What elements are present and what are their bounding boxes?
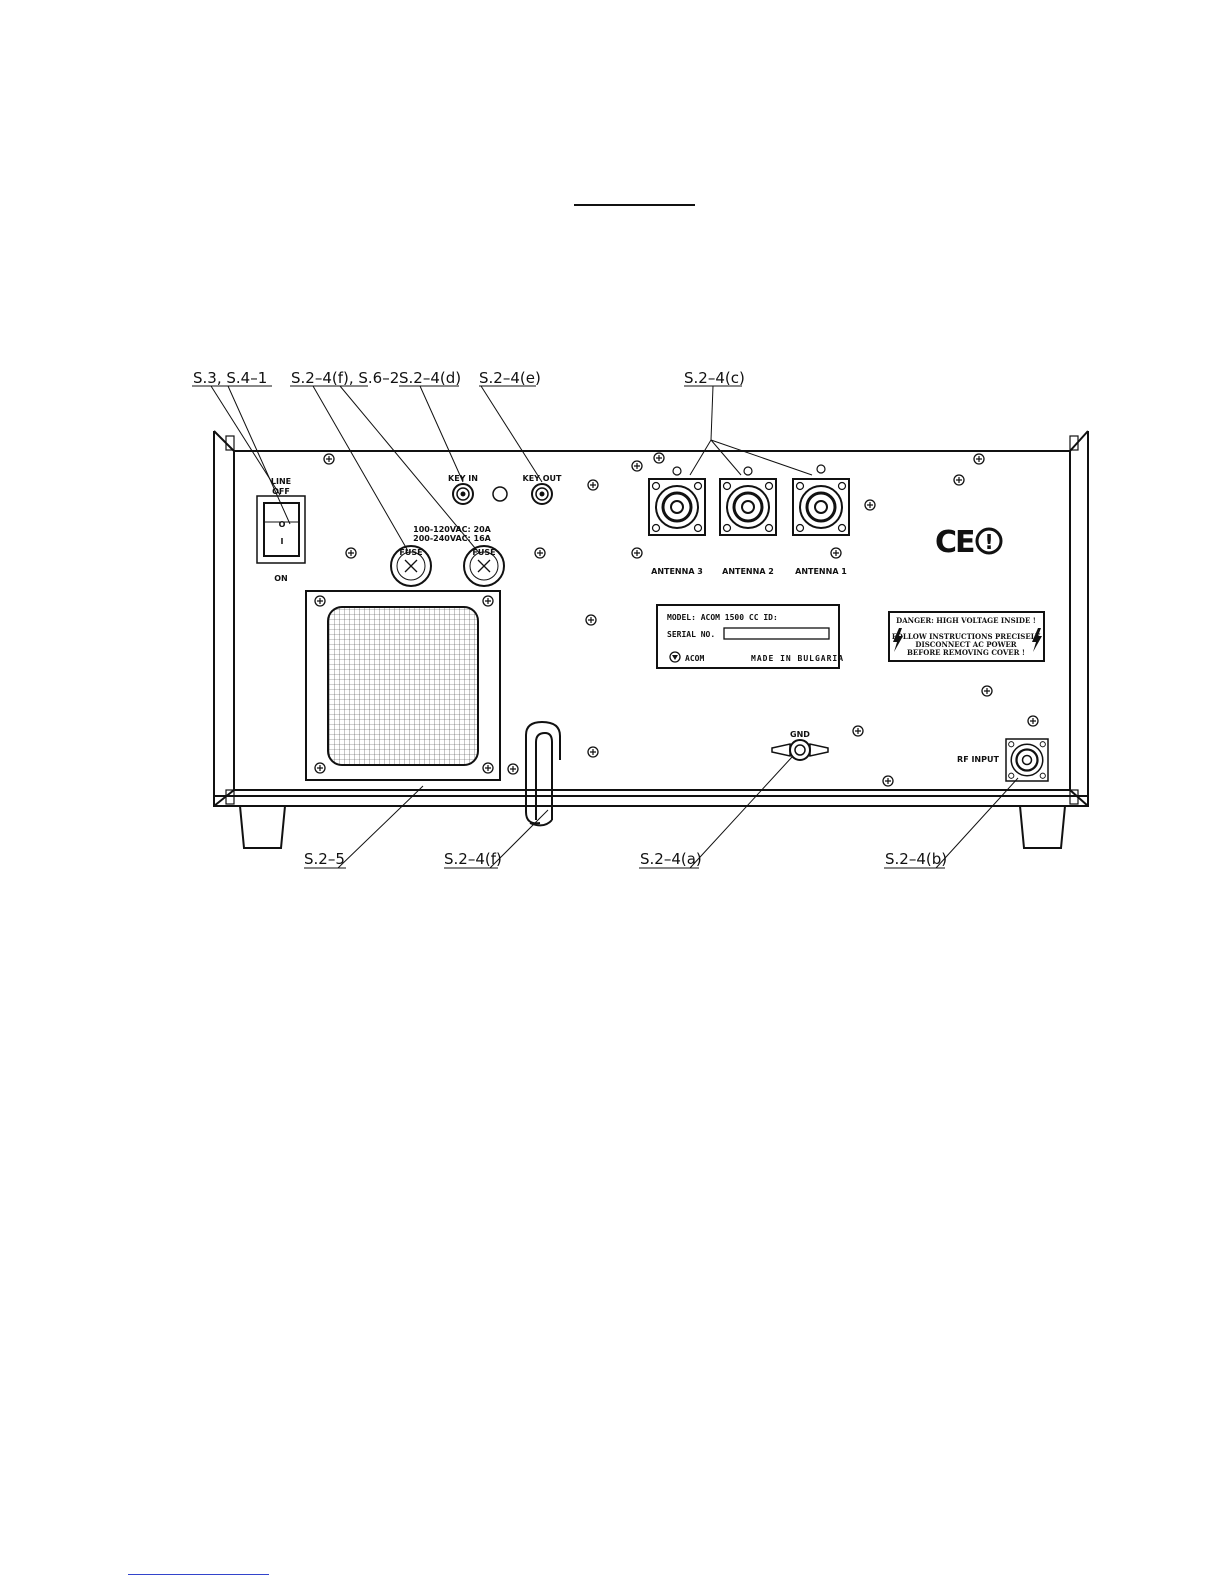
alert-mark: ! <box>984 530 993 554</box>
fan-grill-icon <box>305 590 501 781</box>
key-in-label: KEY IN <box>448 474 478 483</box>
key-out-label: KEY OUT <box>523 474 563 483</box>
key-in-jack <box>452 483 474 505</box>
chassis-feet <box>239 805 1066 849</box>
nameplate-model: MODEL: ACOM 1500 CC ID: <box>667 613 778 622</box>
fuse-cap-text: FUSE <box>399 548 422 557</box>
danger-warning-label <box>888 611 1045 662</box>
led-hole <box>672 466 682 476</box>
power-cord <box>525 720 561 827</box>
antenna-1-connector <box>791 477 851 537</box>
danger-line-1: DANGER: HIGH VOLTAGE INSIDE ! <box>896 616 1036 625</box>
antenna-2-connector <box>718 477 778 537</box>
fuse-rating-2: 200-240VAC: 16A <box>413 534 492 543</box>
key-out-jack <box>531 483 553 505</box>
indicator-hole <box>492 486 508 502</box>
gnd-label: GND <box>790 730 810 739</box>
antenna-3-connector <box>647 477 707 537</box>
danger-line-3: DISCONNECT AC POWER <box>915 640 1016 649</box>
callout-power-cord: S.2–4(f) <box>444 850 502 868</box>
antenna-3-label: ANTENNA 3 <box>651 567 703 576</box>
fuse-cap-text: FUSE <box>472 548 495 557</box>
footer-link-underline <box>128 1574 269 1575</box>
acom-logo-icon: ACOM <box>685 654 704 663</box>
line-label: LINE <box>271 477 291 486</box>
fuse-holder-right <box>463 545 505 587</box>
line-power-switch <box>256 495 306 564</box>
lightning-bolt-icon <box>1032 628 1042 652</box>
rf-input-connector <box>1004 737 1050 783</box>
callout-antennas: S.2–4(c) <box>684 369 745 387</box>
callout-key-in: S.2–4(d) <box>399 369 461 387</box>
danger-line-4: BEFORE REMOVING COVER ! <box>907 648 1025 657</box>
gnd-wing-nut <box>771 739 829 761</box>
switch-on-symbol: I <box>281 537 284 546</box>
callout-leader-lines <box>192 385 1019 869</box>
off-label: OFF <box>272 487 290 496</box>
nameplate-made-in: MADE IN BULGARIA <box>751 654 844 663</box>
fuse-rating-1: 100-120VAC: 20A <box>413 525 492 534</box>
ce-mark: CE <box>935 525 974 560</box>
callout-key-out: S.2–4(e) <box>479 369 541 387</box>
antenna-2-label: ANTENNA 2 <box>722 567 774 576</box>
chassis-outline <box>213 430 1089 807</box>
antenna-1-label: ANTENNA 1 <box>795 567 847 576</box>
on-label: ON <box>274 574 288 583</box>
nameplate <box>656 604 840 669</box>
callout-fuses: S.2–4(f), S.6–2 <box>291 369 399 387</box>
danger-line-2: FOLLOW INSTRUCTIONS PRECISELY <box>892 632 1041 641</box>
callout-gnd: S.2–4(a) <box>640 850 702 868</box>
nameplate-serial-label: SERIAL NO. <box>667 630 715 639</box>
callout-rf-input: S.2–4(b) <box>885 850 947 868</box>
rf-input-label: RF INPUT <box>957 755 999 764</box>
callout-line-switch: S.3, S.4–1 <box>193 369 267 387</box>
led-hole <box>743 466 753 476</box>
alert-mark-ring <box>975 527 1003 555</box>
callout-fan: S.2–5 <box>304 850 345 868</box>
fuse-holder-left <box>390 545 432 587</box>
led-hole <box>816 464 826 474</box>
title-underline <box>574 204 695 206</box>
switch-off-symbol: O <box>279 520 286 529</box>
lightning-bolt-icon <box>893 628 903 652</box>
